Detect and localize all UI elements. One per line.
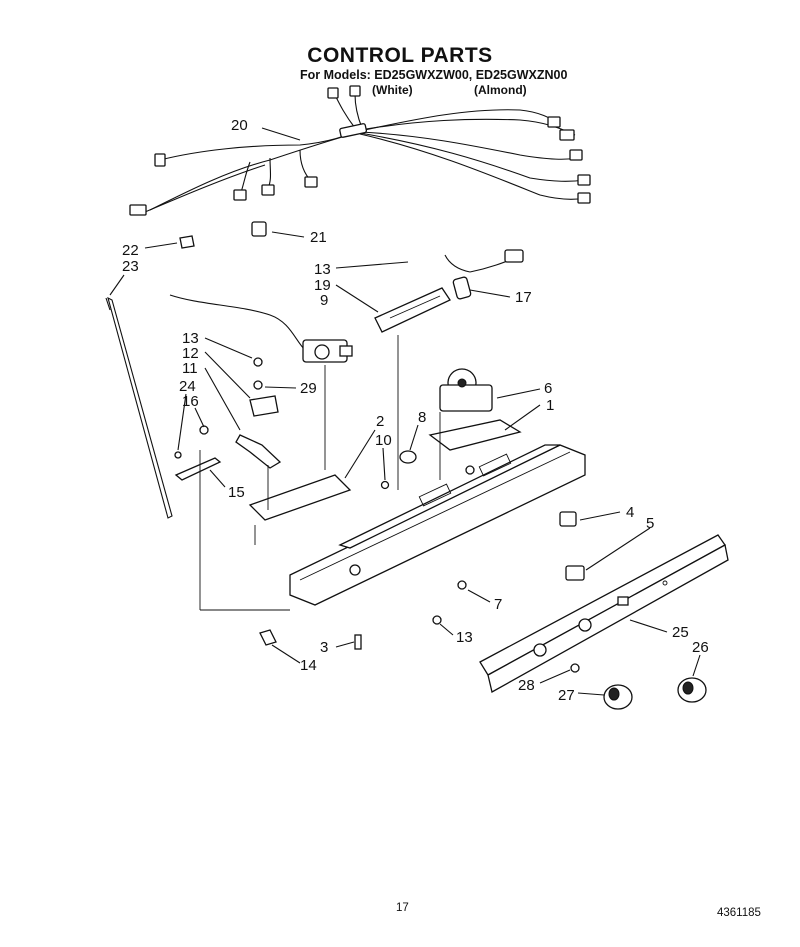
part-22-clip [179,235,195,249]
models-line: For Models: ED25GWXZW00, ED25GWXZN00 [300,68,568,82]
callout-6: 6 [544,380,552,397]
part-25-panel [479,534,729,693]
callout-3: 3 [320,639,328,656]
callout-23: 23 [122,258,139,275]
part-16-screw [199,425,209,435]
part-6-cold-control [439,368,493,412]
callout-20: 20 [231,117,248,134]
part-28-washer [570,663,580,673]
callout-13-top: 13 [314,261,331,278]
document-number: 4361185 [717,907,761,919]
callout-28: 28 [518,677,535,694]
callout-24: 24 [179,378,196,395]
callout-13-bottom: 13 [456,629,473,646]
callout-11: 11 [182,360,198,377]
part-24-washer [174,451,182,459]
callout-14: 14 [300,657,317,674]
wiring-harness [129,85,591,216]
page-number: 17 [396,902,409,914]
part-19-probe [374,287,451,333]
part-8-shaft [399,450,417,464]
callout-21: 21 [310,229,327,246]
part-23-tube [107,296,173,519]
part-17-sensor [444,249,524,300]
variant-white: (White) [372,83,413,97]
callout-1: 1 [546,397,554,414]
callout-8: 8 [418,409,426,426]
callout-26: 26 [692,639,709,656]
callout-4: 4 [626,504,634,521]
callout-27: 27 [558,687,575,704]
variant-almond: (Almond) [474,83,527,97]
callout-labels: 20 21 22 23 13 19 9 17 13 12 11 29 24 16… [122,117,709,704]
callout-7: 7 [494,596,502,613]
callout-25: 25 [672,624,689,641]
part-13c-screw [432,615,442,625]
part-12-bracket [249,395,279,417]
part-2-bracket [248,474,352,521]
part-15-lever [174,457,222,481]
callout-17: 17 [515,289,532,306]
callout-12: 12 [182,345,199,362]
page-title: CONTROL PARTS [307,44,493,67]
callout-13-mid: 13 [182,330,199,347]
callout-2: 2 [376,413,384,430]
part-11-valve [235,434,282,469]
part-14-clip [259,629,277,646]
leader-lines [109,127,701,696]
part-21-clip [251,221,267,237]
part-13-screw [253,357,263,367]
part-27-knob [603,684,633,710]
callout-19: 19 [314,277,331,294]
callout-10: 10 [375,432,392,449]
part-26-knob [677,677,707,703]
part-9-control [169,294,353,363]
part-10-screw [380,480,390,490]
part-29-washer [253,380,263,390]
callout-22: 22 [122,242,139,259]
callout-5: 5 [646,515,654,532]
callout-15: 15 [228,484,245,501]
callout-9: 9 [320,292,328,309]
guide-lines [199,335,441,611]
callout-29: 29 [300,380,317,397]
part-3-screw [354,634,362,650]
part-1-housing [289,419,586,606]
part-4-switch [559,511,577,527]
part-7-screw [457,580,467,590]
part-5-switch [565,565,585,581]
callout-16: 16 [182,393,199,410]
